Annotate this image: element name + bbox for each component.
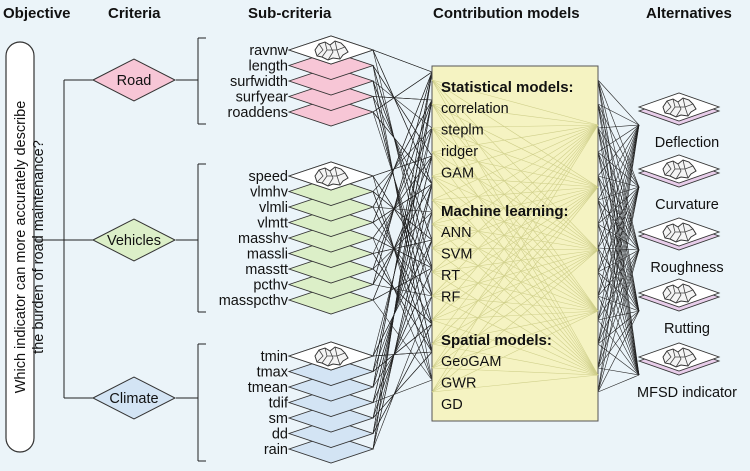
subcriterion-label: tmax <box>257 365 289 381</box>
model-item: ANN <box>441 225 472 241</box>
model-item: GWR <box>441 376 476 392</box>
alternative-label: Curvature <box>655 197 719 213</box>
alternative-label: MFSD indicator <box>637 385 737 401</box>
subcriterion-label: masstt <box>245 262 288 278</box>
criterion-vehicles: Vehicles <box>91 218 177 262</box>
header-objective: Objective <box>3 5 71 22</box>
header-alternatives: Alternatives <box>646 5 732 22</box>
model-group-title: Spatial models: <box>441 332 552 349</box>
subcriterion-label: roaddens <box>228 105 288 121</box>
model-item: GD <box>441 397 463 413</box>
model-group-title: Machine learning: <box>441 203 569 220</box>
model-item: RF <box>441 290 460 306</box>
subcriterion-label: massli <box>247 247 288 263</box>
subcriterion-label: vlmli <box>259 200 288 216</box>
alternative-0: Deflection <box>637 92 721 151</box>
criterion-diamond <box>91 376 177 420</box>
header-criteria: Criteria <box>108 5 161 22</box>
subcriterion-label: ravnw <box>249 43 288 59</box>
criterion-label: Vehicles <box>107 233 161 249</box>
subcriterion-label: tdif <box>269 396 289 412</box>
criterion-climate: Climate <box>91 376 177 420</box>
alternative-2: Roughness <box>637 217 724 276</box>
objective-text-line2: the burden of road maintenance? <box>31 140 47 354</box>
connector-lines <box>34 37 640 462</box>
criterion-diamond <box>91 218 177 262</box>
subcriterion-label: tmean <box>248 380 288 396</box>
model-item: steplm <box>441 123 484 139</box>
header-subcriteria: Sub-criteria <box>248 5 332 22</box>
criterion-road: Road <box>91 58 177 102</box>
model-item: ridger <box>441 144 478 160</box>
subcriterion-label: vlmhv <box>250 185 289 201</box>
alternative-4: MFSD indicator <box>637 342 737 401</box>
model-item: GeoGAM <box>441 354 501 370</box>
alternative-label: Deflection <box>655 135 719 151</box>
model-cross-lines <box>431 79 599 393</box>
alternative-3: Rutting <box>637 278 721 337</box>
criterion-label: Climate <box>109 391 158 407</box>
models-layer: Statistical models: correlation steplm ridg… <box>431 79 599 413</box>
alternative-label: Roughness <box>650 260 723 276</box>
model-group-title: Statistical models: <box>441 79 574 96</box>
subcriterion-label: pcthv <box>253 278 288 294</box>
alternatives-layer: DeflectionCurvatureRoughnessRuttingMFSD … <box>637 92 737 401</box>
subcriterion-label: surfwidth <box>230 74 288 90</box>
criterion-label: Road <box>117 73 152 89</box>
header-contribution-models: Contribution models <box>433 5 580 22</box>
model-item: SVM <box>441 247 472 263</box>
alternative-label: Rutting <box>664 321 710 337</box>
subcriterion-label: masspcthv <box>219 293 289 309</box>
subcriterion-label: length <box>248 59 288 75</box>
subcriterion-label: rain <box>264 442 288 458</box>
alternative-1: Curvature <box>637 154 721 213</box>
subcriterion-label: surfyear <box>236 90 289 106</box>
subcriterion-label: sm <box>269 411 288 427</box>
model-item: GAM <box>441 166 474 182</box>
criterion-diamond <box>91 58 177 102</box>
subcriterion-label: speed <box>248 169 288 185</box>
objective-text-line1: Which indicator can more accurately desc… <box>13 101 29 394</box>
subcriterion-label: dd <box>272 427 288 443</box>
model-item: correlation <box>441 101 509 117</box>
subcriterion-label: masshv <box>238 231 289 247</box>
model-item: RT <box>441 268 460 284</box>
subcriterion-label: vlmtt <box>257 216 288 232</box>
subcriterion-label: tmin <box>261 349 288 365</box>
objective-box <box>5 41 35 453</box>
